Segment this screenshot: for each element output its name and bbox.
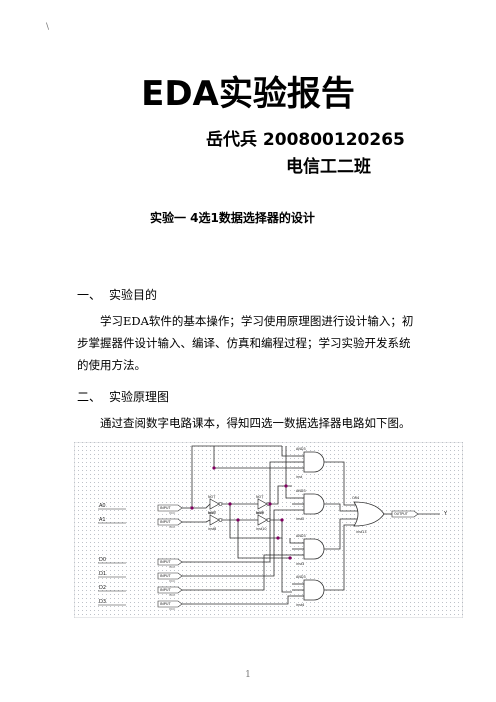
not-gate-inst: inst9	[256, 511, 264, 515]
input-pin-vcc: VCC	[169, 593, 175, 597]
input-pin-type: INPUT	[160, 574, 172, 578]
junction-dot	[268, 502, 272, 506]
input-pin-symbol	[157, 558, 183, 566]
section-number: 二、	[77, 390, 102, 404]
not-gate-inst: inst8	[208, 527, 216, 531]
input-pin-symbol	[157, 572, 183, 580]
section-number: 一、	[77, 288, 102, 302]
and-gate-inst: inst3	[296, 562, 304, 566]
page-number: 1	[245, 670, 251, 680]
and-gate-inst: inst2	[296, 517, 304, 521]
input-pin-vcc: VCC	[169, 511, 175, 515]
not-gate	[257, 514, 268, 526]
input-pin-name: D2	[99, 585, 106, 591]
section-heading-schematic: 二、实验原理图	[77, 388, 169, 405]
input-pin-type: INPUT	[160, 588, 172, 592]
junction-dot	[284, 484, 288, 488]
and-gate-type: AND3	[296, 534, 306, 538]
not-gate-type: NOT	[208, 511, 216, 515]
not-gate-bubble	[218, 518, 223, 522]
and-gate	[303, 538, 325, 560]
and-gate-type: AND3	[296, 575, 306, 579]
input-pin-name: A0	[99, 503, 106, 509]
section-paragraph-purpose: 学习EDA软件的基本操作；学习使用原理图进行设计输入；初步掌握器件设计输入、编译…	[77, 314, 414, 372]
not-gate-bubble	[266, 518, 271, 522]
schematic-wires	[182, 445, 440, 605]
and-gate-type: AND3	[296, 447, 306, 451]
not-gate-type: NOT	[208, 495, 216, 499]
author-line: 岳代兵 200800120265	[206, 130, 405, 150]
not-gate	[257, 498, 268, 510]
input-pin-name: D0	[99, 557, 106, 563]
input-pin-name: D1	[99, 571, 106, 577]
report-title: EDA实验报告	[141, 74, 355, 114]
input-pin-symbol	[157, 600, 183, 608]
not-gate-bubble	[218, 502, 223, 506]
class-line: 电信工二班	[286, 157, 371, 177]
experiment-title: 实验一 4选1数据选择器的设计	[150, 211, 315, 225]
output-pin-type: OUTPUT	[394, 512, 409, 516]
section-heading-purpose: 一、实验目的	[77, 286, 157, 303]
output-pin-name: Y	[443, 511, 448, 517]
not-gate	[209, 498, 220, 510]
junction-dot	[276, 536, 280, 540]
input-pin-vcc: VCC	[169, 565, 175, 569]
section-heading-text: 实验目的	[109, 288, 158, 302]
schematic-grid	[74, 442, 463, 618]
input-pin-vcc: VCC	[169, 525, 175, 529]
input-pin-type: INPUT	[160, 602, 172, 606]
and-gate	[303, 451, 325, 473]
junction-dot	[288, 556, 292, 560]
input-pin-vcc: VCC	[169, 579, 175, 583]
and-gate	[303, 579, 325, 601]
junction-dot	[236, 518, 240, 522]
input-pin-vcc: VCC	[169, 607, 175, 611]
not-gate	[209, 514, 220, 526]
junction-dot	[228, 502, 232, 506]
and-gate-inst: inst4	[296, 603, 304, 607]
and-gate	[303, 493, 325, 515]
section-heading-text: 实验原理图	[109, 390, 170, 404]
input-pin-name: A1	[99, 517, 106, 523]
and-gate-inst: inst	[296, 475, 303, 479]
input-pin-symbol	[157, 586, 183, 594]
input-pin-symbol	[157, 504, 183, 512]
input-pin-type: INPUT	[160, 520, 172, 524]
or-gate-type: OR4	[352, 496, 359, 500]
junction-dot	[280, 518, 284, 522]
corner-mark: \	[46, 22, 50, 32]
and-gate-type: AND3	[296, 489, 306, 493]
input-pin-symbol	[157, 518, 183, 526]
input-pin-name: D3	[99, 599, 106, 605]
not-gate-inst: inst10	[256, 527, 267, 531]
input-pin-type: INPUT	[160, 560, 172, 564]
or-gate-inst: inst13	[356, 530, 367, 534]
not-gate-inst: inst7	[208, 511, 216, 515]
not-gate-type: NOT	[256, 511, 264, 515]
input-pin-type: INPUT	[160, 506, 172, 510]
section-paragraph-schematic: 通过查阅数字电路课本，得知四选一数据选择器电路如下图。	[100, 416, 411, 430]
or-gate	[353, 501, 385, 527]
output-pin-symbol	[391, 510, 419, 518]
not-gate-type: NOT	[256, 495, 264, 499]
junction-dot	[190, 506, 194, 510]
junction-dot	[212, 466, 216, 470]
